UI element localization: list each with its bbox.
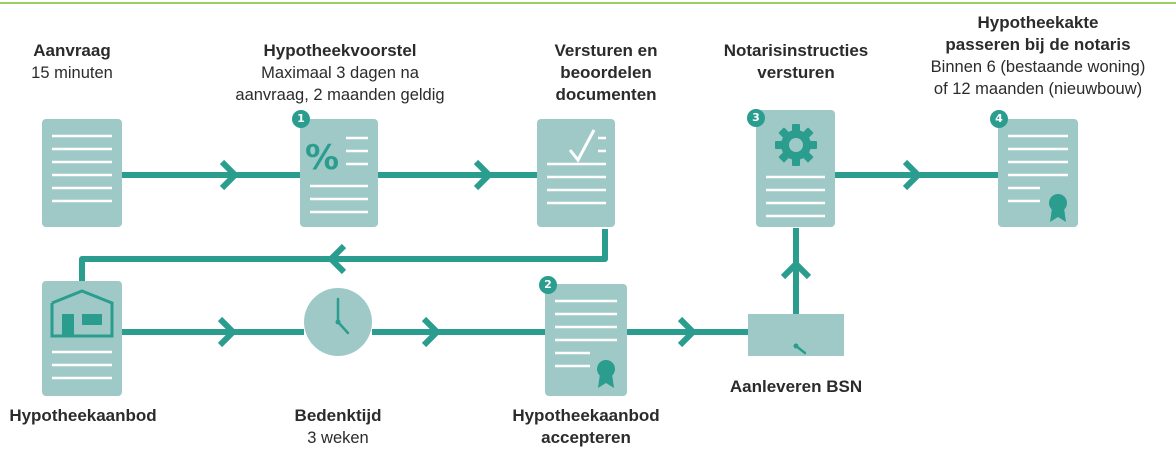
step-subtitle: of 12 maanden (nieuwbouw) bbox=[933, 80, 1143, 98]
step-badge-3: 3 bbox=[747, 109, 765, 127]
step-title: Hypotheekakte bbox=[977, 13, 1099, 32]
step-title: Aanvraag bbox=[33, 41, 111, 60]
step-subtitle: Maximaal 3 dagen na bbox=[261, 64, 419, 82]
percent-symbol: % bbox=[305, 138, 339, 178]
connector-lines bbox=[79, 172, 998, 346]
connector-versturen-aanbod bbox=[79, 229, 608, 281]
label-hypotheekakte: Hypotheekakte passeren bij de notaris Bi… bbox=[900, 12, 1176, 100]
arrow-3 bbox=[326, 243, 347, 275]
arrowheads bbox=[217, 159, 923, 348]
house-document-icon bbox=[42, 281, 122, 396]
step-title: Hypotheekaanbod bbox=[512, 406, 660, 425]
step-title: Bedenktijd bbox=[294, 406, 382, 425]
label-accepteren: Hypotheekaanbod accepteren bbox=[490, 405, 682, 449]
seal-document-icon bbox=[545, 284, 627, 396]
top-rule bbox=[0, 2, 1176, 4]
step-title: Versturen en bbox=[554, 41, 658, 60]
label-notarisinstructies: Notarisinstructies versturen bbox=[700, 40, 892, 84]
label-bsn: Aanleveren BSN bbox=[706, 376, 886, 398]
gear-document-icon bbox=[756, 110, 835, 227]
step-badge-2: 2 bbox=[539, 276, 557, 294]
arrow-6 bbox=[677, 316, 698, 348]
arrow-4 bbox=[217, 316, 238, 348]
arrow-7 bbox=[780, 259, 812, 280]
step-title: versturen bbox=[757, 63, 835, 82]
step-subtitle: Binnen 6 (bestaande woning) bbox=[930, 58, 1146, 76]
arrow-2 bbox=[473, 159, 494, 191]
step-subtitle: aanvraag, 2 maanden geldig bbox=[235, 86, 445, 104]
checkmark-document-icon bbox=[537, 119, 615, 227]
step-title: Hypotheekvoorstel bbox=[263, 41, 417, 60]
label-bedenktijd: Bedenktijd 3 weken bbox=[270, 405, 406, 449]
label-versturen: Versturen en beoordelen documenten bbox=[516, 40, 696, 106]
step-title: Aanleveren BSN bbox=[729, 377, 863, 396]
clock-card-icon bbox=[748, 314, 844, 356]
step-subtitle: 3 weken bbox=[307, 429, 369, 447]
step-badge-1: 1 bbox=[292, 110, 310, 128]
step-badge-4: 4 bbox=[990, 110, 1008, 128]
step-title: beoordelen bbox=[560, 63, 652, 82]
arrow-8 bbox=[902, 159, 923, 191]
percent-document-icon: % bbox=[300, 119, 378, 227]
step-title: Hypotheekaanbod bbox=[9, 406, 157, 425]
label-hypotheekaanbod: Hypotheekaanbod bbox=[0, 405, 166, 427]
step-subtitle: 15 minuten bbox=[31, 64, 113, 82]
step-title: accepteren bbox=[541, 428, 631, 447]
label-aanvraag: Aanvraag 15 minuten bbox=[10, 40, 134, 84]
label-hypotheekvoorstel: Hypotheekvoorstel Maximaal 3 dagen na aa… bbox=[190, 40, 490, 106]
step-title: Notarisinstructies bbox=[723, 41, 869, 60]
arrow-1 bbox=[219, 159, 240, 191]
arrow-5 bbox=[421, 316, 442, 348]
seal-document-icon bbox=[998, 119, 1078, 227]
step-title: passeren bij de notaris bbox=[945, 35, 1131, 54]
step-title: documenten bbox=[555, 85, 657, 104]
clock-icon bbox=[304, 288, 372, 356]
document-icon bbox=[42, 119, 122, 227]
